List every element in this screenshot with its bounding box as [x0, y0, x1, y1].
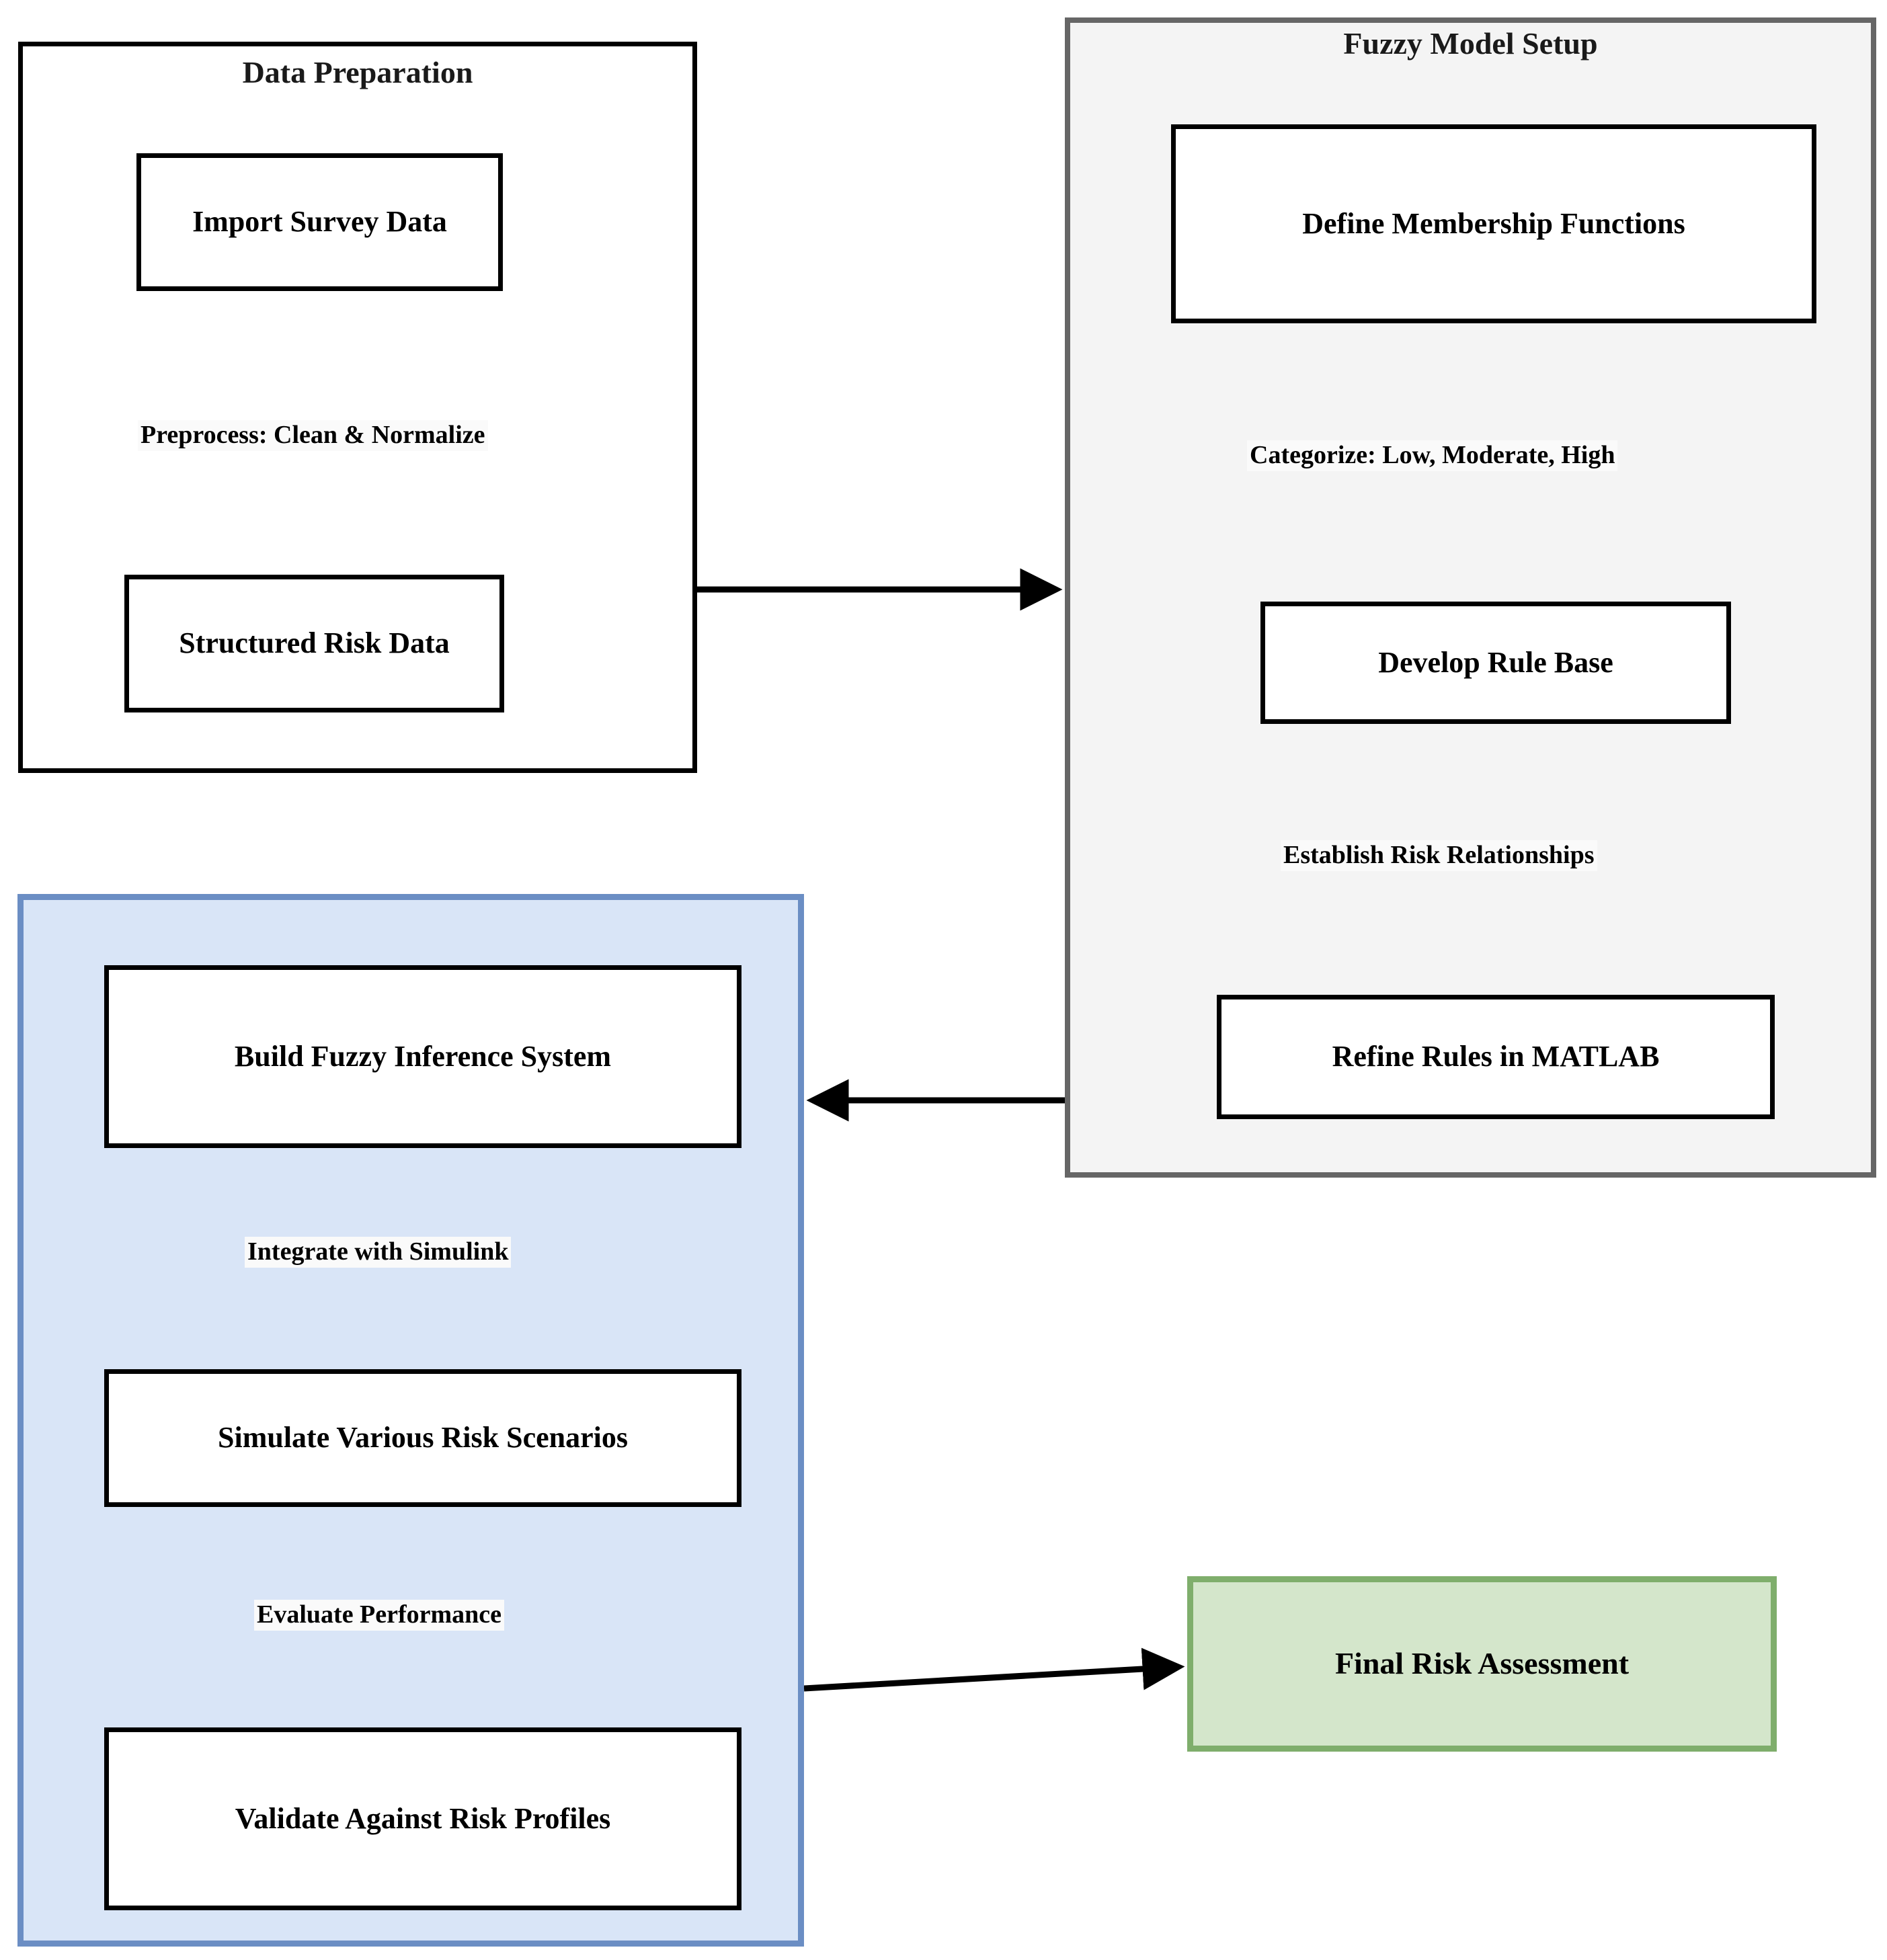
cluster-title-fuzzy-model-setup: Fuzzy Model Setup	[1343, 26, 1598, 60]
node-label-define-membership-functions: Define Membership Functions	[1302, 206, 1685, 240]
node-label-refine-rules-in-matlab: Refine Rules in MATLAB	[1332, 1040, 1660, 1073]
node-label-import-survey-data: Import Survey Data	[192, 205, 447, 239]
node-label-final-risk-assessment: Final Risk Assessment	[1334, 1646, 1630, 1681]
edge-label-preprocess: Preprocess: Clean & Normalize	[138, 420, 488, 451]
edge-label-establish-risk-relationships: Establish Risk Relationships	[1281, 840, 1597, 871]
node-final-risk-assessment[interactable]: Final Risk Assessment	[1187, 1576, 1777, 1752]
node-label-develop-rule-base: Develop Rule Base	[1378, 645, 1613, 679]
node-validate-against-risk-profiles[interactable]: Validate Against Risk Profiles	[104, 1727, 741, 1910]
node-build-fuzzy-inference-system[interactable]: Build Fuzzy Inference System	[104, 965, 741, 1148]
node-label-build-fuzzy-inference-system: Build Fuzzy Inference System	[234, 1039, 612, 1073]
node-simulate-various-risk-scenarios[interactable]: Simulate Various Risk Scenarios	[104, 1369, 741, 1507]
node-develop-rule-base[interactable]: Develop Rule Base	[1260, 602, 1731, 724]
edge-validate-to-final	[803, 1647, 1185, 1692]
node-label-simulate-various-risk-scenarios: Simulate Various Risk Scenarios	[218, 1421, 628, 1455]
node-label-validate-against-risk-profiles: Validate Against Risk Profiles	[235, 1801, 611, 1835]
cluster-title-data-preparation: Data Preparation	[242, 55, 473, 89]
edge-label-integrate-with-simulink: Integrate with Simulink	[245, 1237, 512, 1268]
node-refine-rules-in-matlab[interactable]: Refine Rules in MATLAB	[1217, 995, 1775, 1119]
node-import-survey-data[interactable]: Import Survey Data	[136, 153, 503, 291]
node-define-membership-functions[interactable]: Define Membership Functions	[1171, 124, 1816, 323]
node-label-structured-risk-data: Structured Risk Data	[179, 626, 450, 660]
node-structured-risk-data[interactable]: Structured Risk Data	[124, 575, 504, 712]
edge-label-evaluate-performance: Evaluate Performance	[254, 1600, 505, 1631]
edge-label-categorize: Categorize: Low, Moderate, High	[1247, 440, 1618, 471]
